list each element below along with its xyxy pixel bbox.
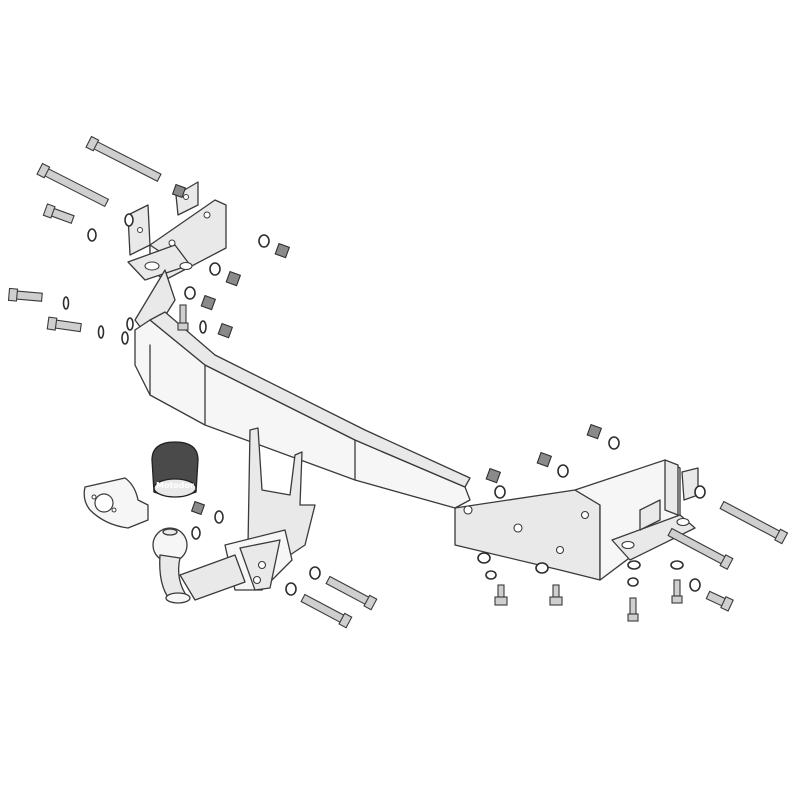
right-mounting-bracket [454,459,699,581]
washer [557,464,569,478]
main-crossbar [134,311,471,509]
long-bolt [36,162,110,208]
washer [62,296,70,310]
washer [214,510,224,524]
left-mounting-bracket [127,181,227,341]
washer [309,566,321,580]
vertical-bolt [549,584,563,606]
vertical-bolt [177,304,189,331]
nut [586,423,603,440]
washer [285,582,297,596]
washer [97,325,105,339]
washer [209,262,221,276]
nut [225,270,242,287]
washer [694,485,706,499]
washer [485,570,497,580]
washer [121,331,129,345]
short-bolt [705,590,734,612]
washer [670,560,684,570]
ball-cover-cap: Motodor [151,441,199,498]
nut [536,451,553,468]
tow-hitch-neck [179,427,316,601]
washer [627,560,641,570]
washer [87,228,97,242]
nut [190,500,206,516]
washer [258,234,270,248]
washer [124,213,134,227]
tow-ball [152,527,191,604]
washer [608,436,620,450]
long-bolt [300,593,353,629]
short-bolt [46,316,82,333]
washer [689,578,701,592]
electrical-socket-plate [83,477,149,529]
long-bolt [719,500,789,545]
long-bolt [667,527,734,570]
ball-cover-brand-label: Motodor [156,481,194,490]
vertical-bolt [627,597,639,622]
nut [274,242,291,259]
washer [126,317,134,331]
short-bolt [7,287,43,302]
washer [191,526,201,540]
washer [494,485,506,499]
nut [485,467,502,484]
nut [200,294,217,311]
long-bolt [85,135,162,182]
washer [477,552,491,564]
washer [535,562,549,574]
nut [171,183,187,199]
vertical-bolt [671,579,683,604]
washer [184,286,196,300]
washer [199,320,207,334]
nut [217,322,234,339]
vertical-bolt [494,584,508,606]
washer [627,577,639,587]
short-bolt [42,203,75,224]
long-bolt [325,575,378,611]
